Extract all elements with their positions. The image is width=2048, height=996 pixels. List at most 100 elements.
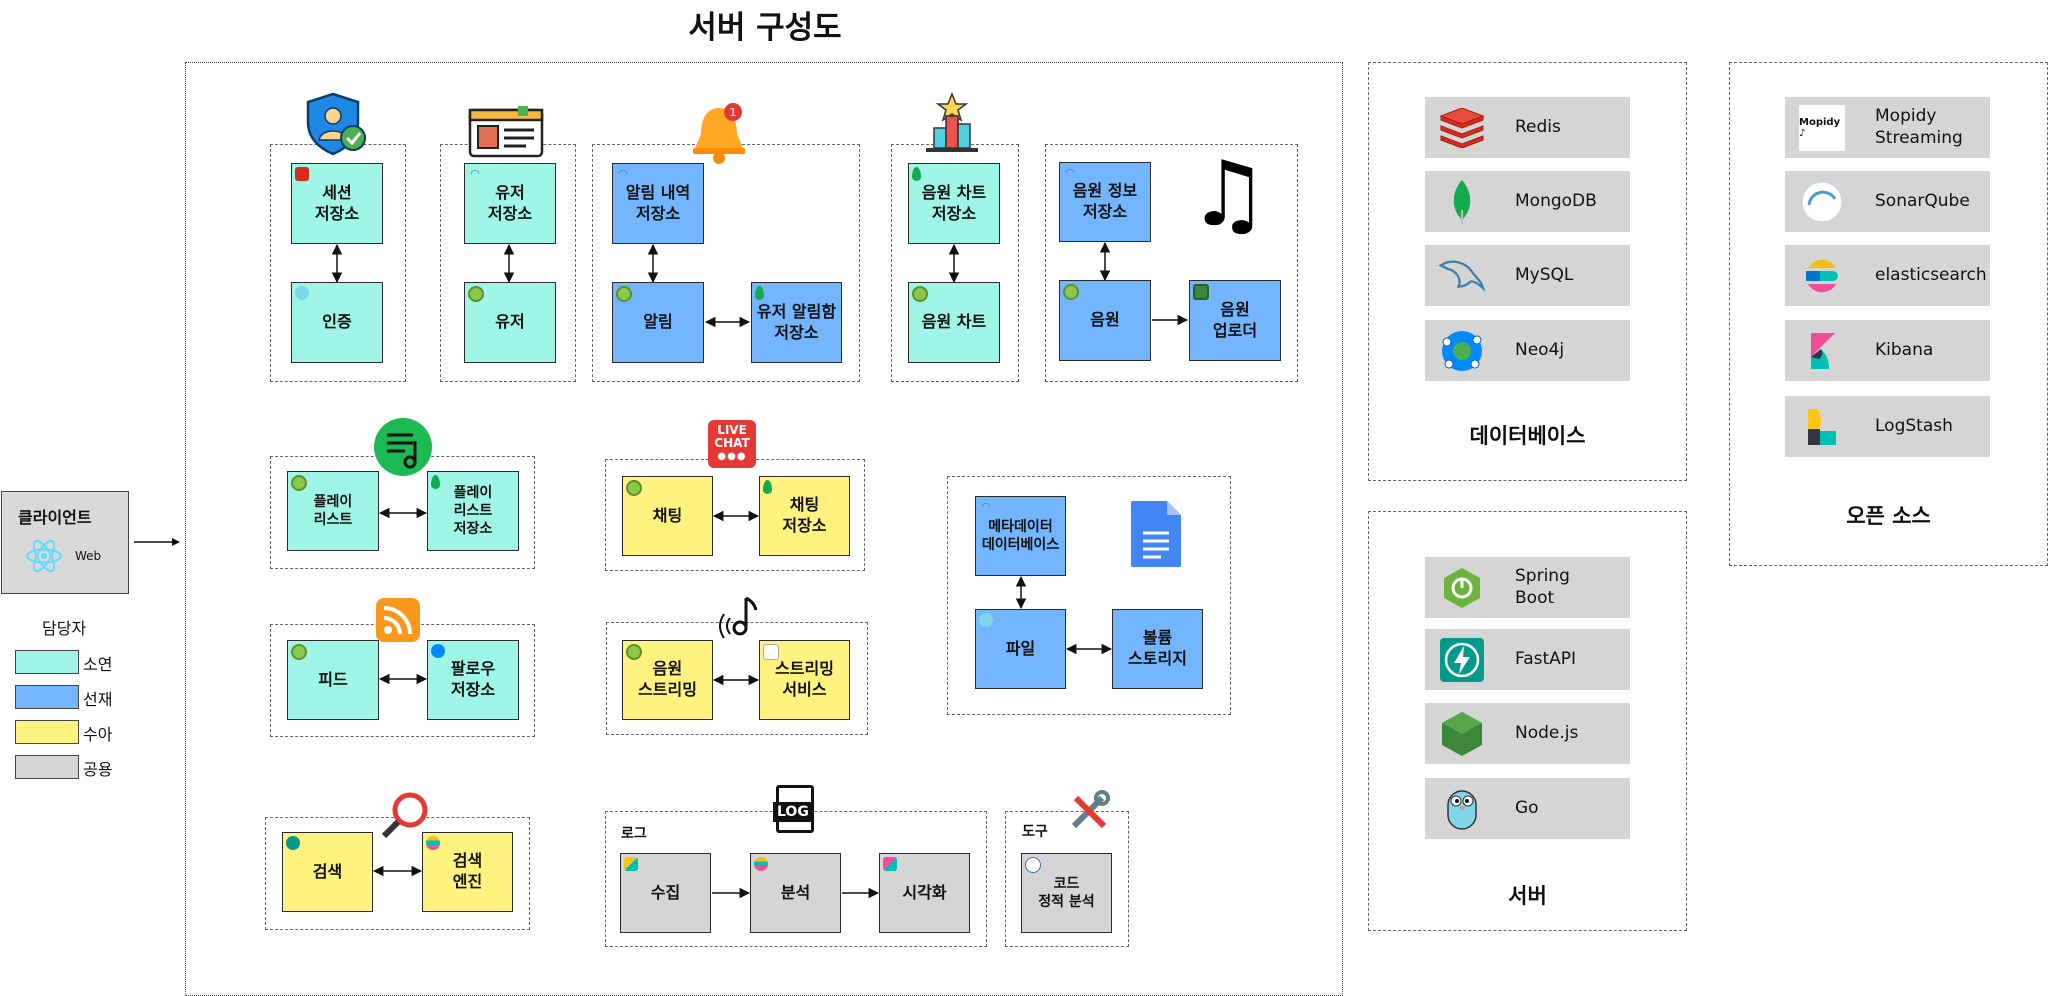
legend-swatch-common [15, 755, 79, 779]
mysql-icon: ◠ [1065, 166, 1075, 179]
legend-swatch-soyeon [15, 650, 79, 674]
playlist-store-label: 플레이 리스트 저장소 [453, 484, 493, 538]
code-analysis-node: 코드 정적 분석 [1021, 853, 1112, 933]
oss-label-logstash: LogStash [1875, 415, 1953, 436]
chat-store-label: 채팅 저장소 [782, 495, 827, 535]
mysql-icon [1439, 253, 1485, 299]
user-card-icon [468, 106, 544, 158]
react-icon [26, 539, 62, 573]
music-streaming-label: 음원 스트리밍 [638, 659, 697, 699]
server-label-spring-boot: Spring Boot [1515, 566, 1570, 608]
mysql-icon: ◠ [618, 167, 628, 180]
alarm-node: 알림 [612, 282, 704, 363]
group-tools [1005, 811, 1129, 947]
oss-tile-sonarqube: SonarQube [1785, 171, 1990, 232]
spring-boot-icon [291, 644, 307, 660]
mopidy-icon: Mopidy ♪ [1799, 104, 1845, 151]
redis-icon [295, 167, 309, 181]
mysql-icon: ◠ [981, 500, 991, 513]
server-label-fastapi: FastAPI [1515, 648, 1577, 669]
oss-tile-logstash: LogStash [1785, 396, 1990, 457]
visualize-node: 시각화 [879, 853, 970, 933]
music-info-store-node: ◠음원 정보 저장소 [1059, 162, 1151, 242]
streaming-service-label: 스트리밍 서비스 [775, 659, 834, 699]
elasticsearch-icon [1799, 253, 1845, 299]
oss-label-mopidy: Mopidy Streaming [1875, 106, 1963, 148]
file-node: 파일 [975, 609, 1066, 689]
server-label-nodejs: Node.js [1515, 722, 1579, 743]
spring-boot-icon [1063, 284, 1079, 300]
logstash-icon [1799, 404, 1845, 450]
feed-label: 피드 [318, 669, 348, 689]
legend-title: 담당자 [42, 619, 87, 638]
metadata-db-label: 메타데이터 데이터베이스 [981, 518, 1060, 553]
follow-store-label: 팔로우 저장소 [450, 659, 496, 699]
user-inbox-store-node: 유저 알림함 저장소 [751, 282, 842, 363]
spring-boot-icon [468, 286, 484, 302]
oss-tile-kibana: Kibana [1785, 320, 1990, 381]
redis-icon [1439, 105, 1485, 151]
session-store-label: 세션 저장소 [314, 182, 360, 223]
mongodb-icon [755, 286, 764, 300]
fastapi-icon [286, 836, 300, 850]
db-label-mongodb: MongoDB [1515, 190, 1597, 211]
metadata-db-node: ◠ 메타데이터 데이터베이스 [975, 496, 1066, 576]
fastapi-icon [1439, 637, 1485, 683]
analyze-label: 분석 [780, 882, 811, 902]
visualize-label: 시각화 [902, 882, 947, 902]
chat-node: 채팅 [622, 476, 713, 556]
server-panel-title: 서버 [1508, 884, 1547, 908]
file-label: 파일 [1005, 638, 1036, 658]
legend-swatch-seonjae [15, 685, 79, 709]
spring-boot-icon [912, 286, 928, 302]
mongodb-icon [763, 480, 772, 494]
auth-node: 인증 [291, 282, 383, 363]
mongodb-icon [1439, 179, 1485, 225]
db-tile-redis: Redis [1425, 97, 1630, 158]
group-music [1045, 144, 1298, 382]
db-label-neo4j: Neo4j [1515, 339, 1565, 360]
chart-node: 음원 차트 [908, 282, 1000, 363]
tools-group-label: 도구 [1022, 824, 1048, 840]
legend-swatch-sua [15, 720, 79, 744]
client-box: 클라이언트 Web [1, 491, 129, 594]
go-gopher-icon [1439, 786, 1485, 832]
music-node: 음원 [1059, 280, 1151, 361]
alarm-history-store-label: 알림 내역 저장소 [625, 182, 691, 223]
sonarqube-icon [1799, 179, 1845, 225]
neo4j-icon [431, 644, 445, 658]
chart-store-node: 음원 차트 저장소 [908, 163, 1000, 244]
chat-store-node: 채팅 저장소 [759, 476, 850, 556]
search-label: 검색 [312, 861, 343, 881]
user-store-label: 유저 저장소 [487, 182, 533, 223]
mopidy-logo-text: Mopidy ♪ [1799, 116, 1841, 139]
search-node: 검색 [282, 832, 373, 912]
group-file [947, 476, 1231, 715]
mopidy-icon [763, 644, 779, 660]
playlist-icon [374, 418, 432, 476]
streaming-note-icon [719, 596, 758, 639]
feed-node: 피드 [287, 640, 379, 720]
client-arrow [134, 538, 180, 546]
tools-icon [1071, 790, 1110, 829]
magnifier-icon [381, 792, 428, 839]
volume-storage-node: 볼륨 스토리지 [1112, 609, 1203, 689]
playlist-label: 플레이 리스트 [313, 493, 353, 528]
streaming-service-node: 스트리밍 서비스 [759, 640, 850, 720]
log-file-icon: LOG [773, 785, 814, 833]
client-title: 클라이언트 [18, 508, 92, 527]
session-store-node: 세션 저장소 [291, 163, 383, 244]
playlist-node: 플레이 리스트 [287, 471, 379, 551]
chart-label: 음원 차트 [921, 312, 987, 332]
spring-boot-icon [1439, 565, 1485, 611]
oss-tile-elasticsearch: elasticsearch [1785, 245, 1990, 306]
music-uploader-label: 음원 업로더 [1212, 299, 1258, 340]
code-analysis-label: 코드 정적 분석 [1038, 875, 1095, 910]
log-group-label: 로그 [621, 826, 647, 842]
nodejs-icon [1193, 284, 1209, 300]
follow-store-node: 팔로우 저장소 [427, 640, 519, 720]
db-tile-mongodb: MongoDB [1425, 171, 1630, 232]
oss-label-elasticsearch: elasticsearch [1875, 264, 1987, 285]
server-tile-nodejs: Node.js [1425, 703, 1630, 764]
